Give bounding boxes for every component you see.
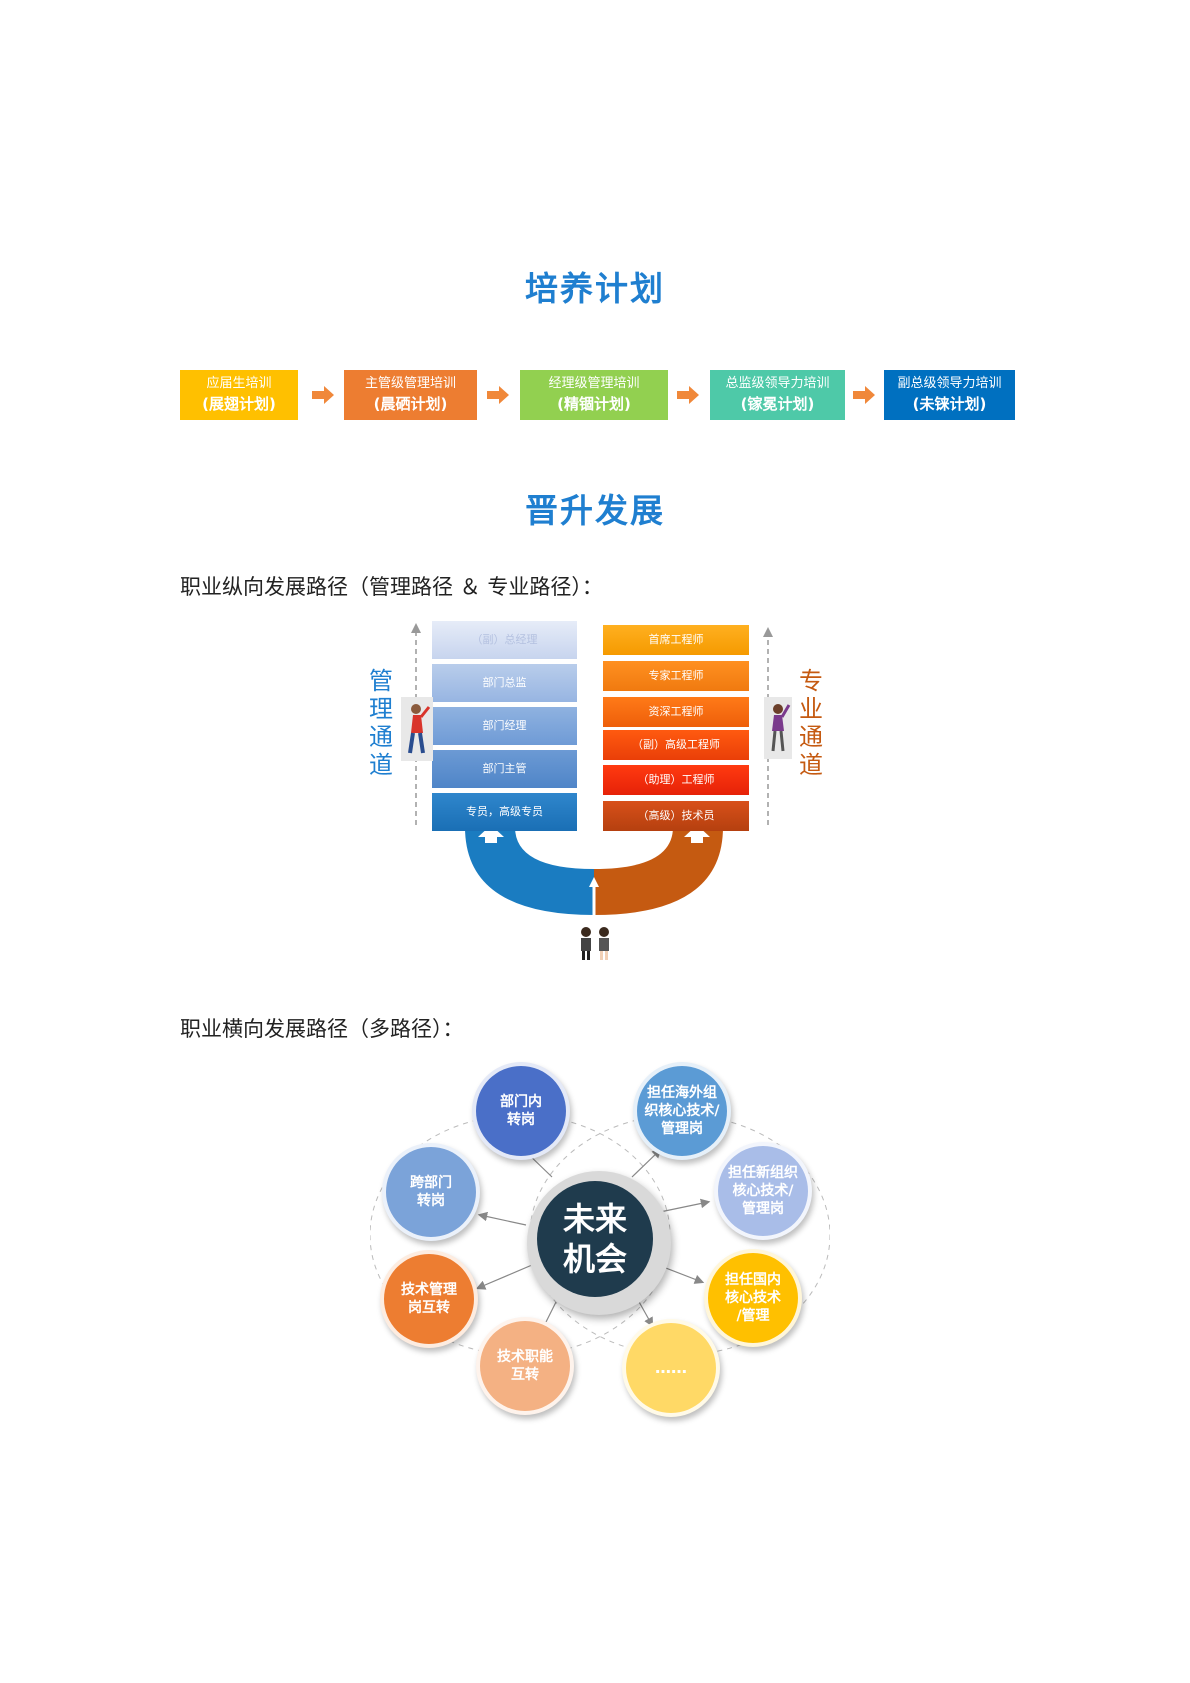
training-step-5: 副总级领导力培训 (未铼计划) — [884, 370, 1015, 420]
training-step-2: 主管级管理培训 (晨硒计划) — [344, 370, 477, 420]
training-step-5-plan: (未铼计划) — [912, 395, 987, 413]
training-step-1-plan: (展翅计划) — [202, 395, 276, 413]
option-cross-dept-transfer: 跨部门 转岗 — [382, 1143, 480, 1241]
training-step-1: 应届生培训 (展翅计划) — [180, 370, 298, 420]
people-icon — [581, 927, 609, 960]
climber-icon — [401, 697, 433, 761]
prof-level-3: 资深工程师 — [603, 697, 749, 727]
training-step-1-name: 应届生培训 — [206, 376, 272, 391]
training-step-3-plan: (精锢计划) — [557, 395, 631, 413]
training-step-3-name: 经理级管理培训 — [548, 376, 640, 391]
option-overseas-core-role: 担任海外组 织核心技术/ 管理岗 — [633, 1062, 731, 1160]
training-title: 培养计划 — [525, 269, 665, 308]
mgmt-level-3: 部门经理 — [432, 707, 577, 745]
mgmt-level-1: （副）总经理 — [432, 621, 577, 659]
climber-icon — [764, 697, 792, 759]
training-step-4-name: 总监级领导力培训 — [725, 376, 830, 391]
arrow-right-icon — [677, 386, 699, 404]
vertical-path-subtitle: 职业纵向发展路径（管理路径 ＆ 专业路径）： — [180, 575, 603, 599]
training-step-4-plan: (镓冕计划) — [740, 395, 815, 413]
training-step-2-plan: (晨硒计划) — [373, 395, 448, 413]
horizontal-path-subtitle: 职业横向发展路径（多路径）： — [180, 1017, 464, 1041]
training-step-3: 经理级管理培训 (精锢计划) — [520, 370, 668, 420]
arrow-right-icon — [312, 386, 334, 404]
option-more: …… — [622, 1319, 720, 1417]
prof-level-1: 首席工程师 — [603, 625, 749, 655]
option-domestic-core-role: 担任国内 核心技术 /管理 — [704, 1249, 802, 1347]
mgmt-level-2: 部门总监 — [432, 664, 577, 702]
mgmt-level-5: 专员，高级专员 — [432, 793, 577, 831]
training-step-5-name: 副总级领导力培训 — [897, 376, 1002, 391]
training-step-4: 总监级领导力培训 (镓冕计划) — [710, 370, 845, 420]
arrow-right-icon — [853, 386, 875, 404]
option-internal-transfer: 部门内 转岗 — [472, 1062, 570, 1160]
prof-level-4: （副）高级工程师 — [603, 730, 749, 760]
option-tech-function-swap: 技术职能 互转 — [476, 1317, 574, 1415]
arrow-right-icon — [487, 386, 509, 404]
future-opportunity-center: 未来 机会 — [537, 1181, 653, 1297]
management-channel-label: 管理通道 — [369, 667, 393, 779]
career-path-diagram — [411, 623, 773, 915]
option-new-org-core-role: 担任新组织 核心技术/ 管理岗 — [714, 1142, 812, 1240]
prof-level-2: 专家工程师 — [603, 661, 749, 691]
training-step-2-name: 主管级管理培训 — [364, 376, 456, 391]
option-tech-mgmt-swap: 技术管理 岗互转 — [380, 1250, 478, 1348]
professional-channel-label: 专业通道 — [799, 667, 823, 779]
promotion-title: 晋升发展 — [525, 491, 665, 530]
prof-level-6: （高级）技术员 — [603, 801, 749, 831]
mgmt-level-4: 部门主管 — [432, 750, 577, 788]
prof-level-5: （助理）工程师 — [603, 765, 749, 795]
